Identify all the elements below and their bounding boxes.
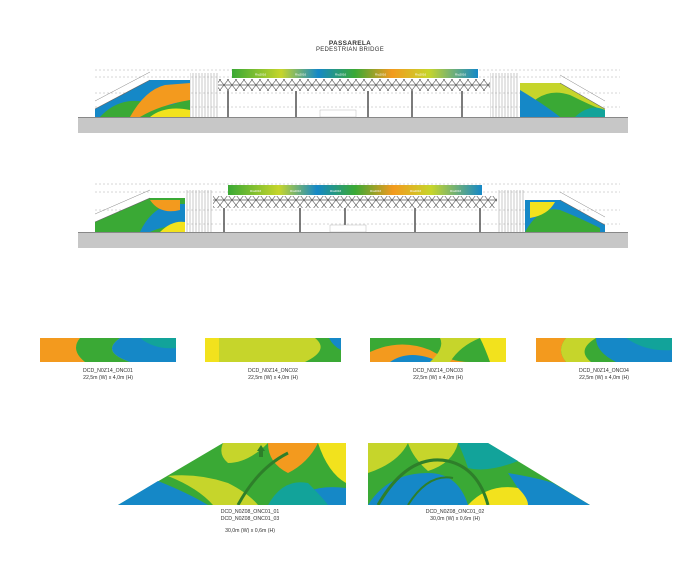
drawing-title: PASSARELA: [328, 40, 372, 47]
ramp-dims: 30,0m (W) x 0,6m (H): [225, 528, 275, 534]
bridge-truss: [213, 196, 497, 208]
svg-text:Rio2016: Rio2016: [330, 189, 342, 193]
support-columns: [227, 91, 463, 117]
panel-caption-3: DCD_N0Z14_ONC03 22,5m (W) x 4,0m (H): [368, 368, 508, 382]
ramp-caption-left: DCD_N0Z08_ONC01_01 DCD_N0Z08_ONC01_03 30…: [180, 509, 320, 535]
svg-text:Rio2016: Rio2016: [250, 189, 262, 193]
ramp-dims: 30,0m (W) x 0,6m (H): [430, 516, 480, 522]
svg-text:Rio2016: Rio2016: [455, 73, 467, 77]
stair-rail-left: [185, 190, 213, 232]
panel-onc02-graphic: [205, 338, 341, 362]
left-ramp-graphic: [94, 71, 190, 117]
ground-section: [78, 232, 628, 248]
stair-rail-right: [490, 73, 518, 117]
panel-onc01-graphic: [40, 338, 176, 362]
svg-text:Rio2016: Rio2016: [335, 73, 347, 77]
panel-onc03-graphic: [370, 338, 506, 362]
right-ramp-graphic: [520, 74, 606, 117]
panel-code: DCD_N0Z14_ONC02: [248, 368, 298, 374]
svg-text:Rio2016: Rio2016: [295, 73, 307, 77]
svg-text:Rio2016: Rio2016: [450, 189, 462, 193]
ramp-code: DCD_N0Z08_ONC01_01: [220, 509, 280, 515]
bridge-banner: [228, 185, 482, 195]
panel-code: DCD_N0Z14_ONC01: [83, 368, 133, 374]
bridge-elevation-bottom: Rio2016 Rio2016 Rio2016 Rio2016 Rio2016 Rio…: [78, 183, 628, 248]
ramp-panel-right-graphic: [368, 443, 590, 505]
stair-rail-left: [190, 73, 218, 117]
stair-rail-right: [497, 190, 525, 232]
panel-onc04-graphic: [536, 338, 672, 362]
panel-dims: 22,5m (W) x 4,0m (H): [413, 375, 463, 381]
panel-caption-2: DCD_N0Z14_ONC02 22,5m (W) x 4,0m (H): [203, 368, 343, 382]
panel-dims: 22,5m (W) x 4,0m (H): [579, 375, 629, 381]
ramp-code: DCD_N0Z08_ONC01_02: [425, 509, 485, 515]
left-ramp-graphic: [94, 189, 185, 232]
panel-caption-1: DCD_N0Z14_ONC01 22,5m (W) x 4,0m (H): [38, 368, 178, 382]
bridge-banner: [232, 69, 478, 78]
svg-text:Rio2016: Rio2016: [375, 73, 387, 77]
svg-text:Rio2016: Rio2016: [255, 73, 267, 77]
svg-text:Rio2016: Rio2016: [370, 189, 382, 193]
panel-code: DCD_N0Z14_ONC04: [579, 368, 629, 374]
bridge-elevation-top: Rio2016 Rio2016 Rio2016 Rio2016 Rio2016 Rio…: [78, 69, 628, 133]
panel-code: DCD_N0Z14_ONC03: [413, 368, 463, 374]
panel-dims: 22,5m (W) x 4,0m (H): [248, 375, 298, 381]
ramp-panel-left-graphic: [118, 443, 346, 505]
right-ramp-graphic: [525, 191, 606, 232]
drawing-subtitle: PEDESTRIAN BRIDGE: [315, 47, 385, 53]
svg-text:Rio2016: Rio2016: [290, 189, 302, 193]
ramp-code: DCD_N0Z08_ONC01_03: [220, 516, 280, 522]
bridge-truss: [218, 79, 490, 91]
panel-dims: 22,5m (W) x 4,0m (H): [83, 375, 133, 381]
panel-caption-4: DCD_N0Z14_ONC04 22,5m (W) x 4,0m (H): [534, 368, 674, 382]
svg-text:Rio2016: Rio2016: [415, 73, 427, 77]
svg-text:Rio2016: Rio2016: [410, 189, 422, 193]
ramp-caption-right: DCD_N0Z08_ONC01_02 30,0m (W) x 0,6m (H): [385, 509, 525, 523]
ground-section: [78, 117, 628, 133]
